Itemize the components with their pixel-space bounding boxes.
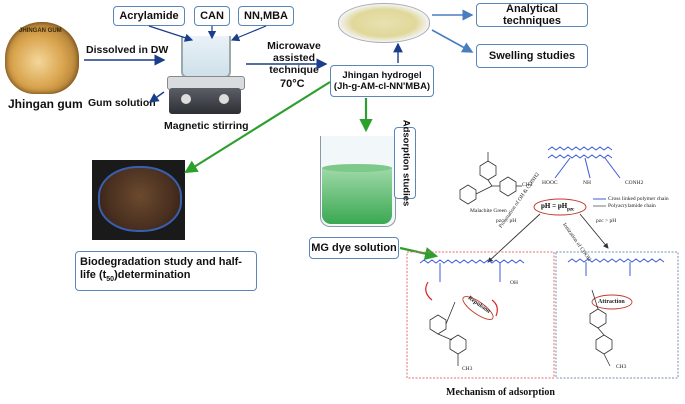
conh2-label: CONH2 — [625, 180, 644, 186]
reagent-nnmba-box: NN,MBA — [238, 6, 294, 26]
polymer-chain-top — [547, 146, 621, 179]
magnetic-stirring-label: Magnetic stirring — [164, 120, 249, 132]
adsorption-studies-box: Adsorption studies — [394, 120, 416, 206]
left-panel-polymer — [419, 259, 525, 282]
mg-dye-solution-box: MG dye solution — [309, 237, 399, 259]
ph-pzc-ellipse — [533, 198, 587, 216]
ph-more-label: pzc > pH — [596, 218, 617, 224]
arrow-nnmba-down — [230, 25, 267, 42]
dissolved-label: Dissolved in DW — [86, 44, 169, 56]
attraction-label: Attraction — [598, 299, 625, 305]
biodegradation-line1: Biodegradation study and half- — [80, 255, 242, 268]
gum-solution-label: Gum solution — [88, 97, 156, 109]
arrow-to-right-panel — [579, 213, 609, 249]
repulsion-curve-left — [425, 281, 433, 301]
right-panel-dye — [589, 289, 613, 367]
arrow-reagents-down — [148, 25, 194, 42]
jhingan-gum-jar-image: JHINGAN GUM — [5, 22, 79, 94]
legend-crosslinked: Cross linked polymer chain — [608, 196, 669, 202]
hooc-label: HOOC — [542, 180, 558, 186]
ph-less-label: pzc < pH — [496, 218, 517, 224]
microwave-text: Microwave assisted technique — [267, 40, 321, 76]
beaker-image — [316, 136, 398, 228]
magnetic-stirrer-image — [167, 36, 245, 118]
repulsion-panel — [406, 251, 555, 379]
malachite-green-structure — [459, 152, 522, 205]
arrow-hydrogel-to-soil — [184, 81, 331, 174]
nh-label: NH — [583, 180, 591, 186]
repulsion-ellipse — [462, 296, 494, 320]
right-panel-polymer — [567, 258, 665, 276]
jhingan-gum-label: Jhingan gum — [8, 97, 83, 111]
attraction-panel — [555, 251, 679, 379]
mechanism-caption: Mechanism of adsorption — [446, 387, 555, 398]
malachite-green-label: Malachite Green — [470, 208, 507, 214]
arrow-petri-to-swelling — [431, 29, 474, 53]
soil-sample-image — [92, 160, 185, 240]
hydrogel-formula: (Jh-g-AM-cl-NN'MBA) — [333, 81, 431, 92]
ch3-label-right: CH3 — [616, 364, 627, 370]
ch3-label-left: CH3 — [462, 366, 473, 372]
biodegradation-box: Biodegradation study and half- life (t50… — [75, 251, 257, 291]
oh-label: OH — [510, 280, 518, 286]
analytical-techniques-box: Analytical techniques — [476, 3, 588, 27]
jar-label: JHINGAN GUM — [19, 28, 62, 34]
left-panel-dye — [429, 301, 467, 366]
attraction-ellipse — [591, 294, 633, 310]
reagent-acrylamide-box: Acrylamide — [113, 6, 185, 26]
petri-dish-image — [338, 3, 430, 43]
ph-center-label: pH = pHpzc — [541, 202, 575, 213]
repulsion-curve-right — [491, 299, 498, 317]
arrow-to-left-panel — [487, 213, 541, 263]
swelling-studies-box: Swelling studies — [476, 44, 588, 68]
hydrogel-title: Jhingan hydrogel — [342, 70, 422, 81]
arrow-to-gum-solution — [148, 91, 165, 103]
temperature-label: 70°C — [280, 78, 305, 90]
ch3-label-top: CH3 — [522, 182, 533, 188]
hydrogel-box: Jhingan hydrogel (Jh-g-AM-cl-NN'MBA) — [330, 65, 434, 97]
biodegradation-line2: life (t50)determination — [80, 268, 191, 284]
legend-polyacrylamide: Polyacrylamide chain — [608, 203, 656, 209]
microwave-label: Microwave assisted technique — [252, 40, 336, 76]
reagent-can-box: CAN — [194, 6, 230, 26]
